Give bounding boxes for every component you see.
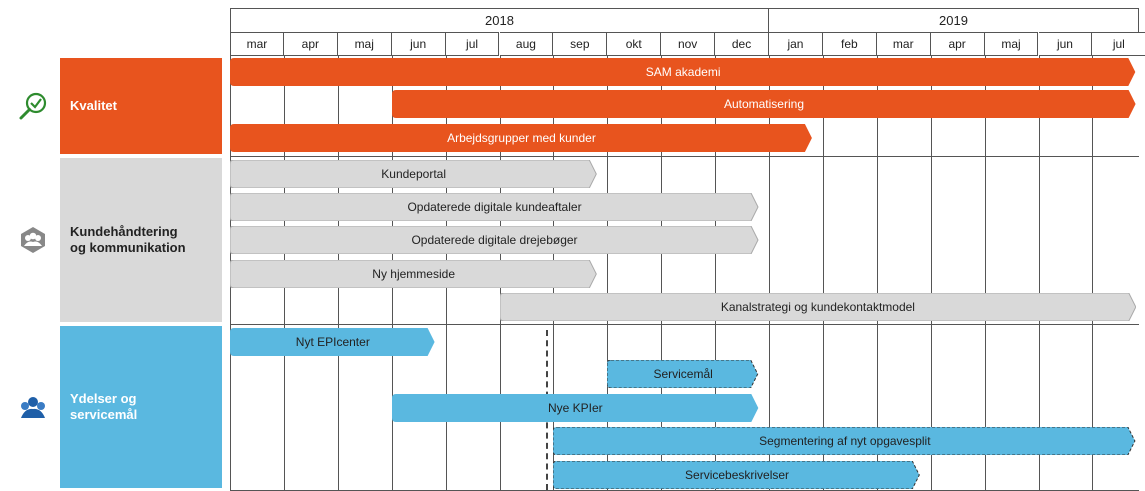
bar-shape xyxy=(230,328,435,356)
month-jun: jun xyxy=(1038,32,1093,56)
month-jan: jan xyxy=(769,32,823,56)
grid-vline xyxy=(877,56,878,490)
grid-vline xyxy=(769,56,770,490)
timeline-bar: Servicemål xyxy=(607,360,759,388)
grid-vline xyxy=(1039,56,1040,490)
timeline-bar: Kundeportal xyxy=(230,160,597,188)
bar-label: Ny hjemmeside xyxy=(372,267,455,281)
bar-label: Kundeportal xyxy=(381,167,446,181)
category-label-line2: servicemål xyxy=(70,407,138,422)
bar-shape xyxy=(230,124,812,152)
month-nov: nov xyxy=(661,32,716,56)
people-hexagon-icon xyxy=(21,227,45,253)
bar-label: Kanalstrategi og kundekontaktmodel xyxy=(720,300,915,314)
grid-hline xyxy=(230,156,1139,157)
month-mar: mar xyxy=(230,32,284,56)
month-apr: apr xyxy=(930,32,985,56)
bar-label: Automatisering xyxy=(723,97,804,111)
grid-vline xyxy=(985,56,986,490)
category-label-line1: Kundehåndtering xyxy=(70,224,178,239)
timeline-bar: Ny hjemmeside xyxy=(230,260,597,288)
bar-label: Nyt EPIcenter xyxy=(295,335,370,349)
grid-vline xyxy=(823,56,824,490)
month-jul: jul xyxy=(1092,32,1145,56)
year-2018: 2018 xyxy=(230,8,769,32)
bar-label: Servicebeskrivelser xyxy=(685,468,790,482)
timeline-bar: Arbejdsgrupper med kunder xyxy=(230,124,813,152)
year-2019: 2019 xyxy=(769,8,1139,32)
bar-shape xyxy=(230,58,1136,86)
grid-hline xyxy=(230,324,1139,325)
month-feb: feb xyxy=(822,32,877,56)
month-dec: dec xyxy=(715,32,769,56)
bar-shape xyxy=(391,90,1136,118)
timeline-bar: Segmentering af nyt opgavesplit xyxy=(553,427,1136,455)
bar-label: Nye KPIer xyxy=(547,401,603,415)
month-jul: jul xyxy=(445,32,500,56)
magnifier-check-icon xyxy=(19,92,47,120)
category-label: Kvalitet xyxy=(70,98,117,113)
month-maj: maj xyxy=(337,32,392,56)
bar-label: Segmentering af nyt opgavesplit xyxy=(759,434,931,448)
timeline-bar: Nye KPIer xyxy=(391,394,759,422)
timeline-bar: Nyt EPIcenter xyxy=(230,328,436,356)
month-maj: maj xyxy=(984,32,1039,56)
category-ydelser: Ydelser og servicemål xyxy=(60,326,222,488)
timeline-bar: Opdaterede digitale drejebøger xyxy=(230,226,759,254)
grid-vline xyxy=(715,56,716,490)
timeline-bar: Servicebeskrivelser xyxy=(553,461,921,489)
bar-label: SAM akademi xyxy=(645,65,721,79)
category-label-line2: og kommunikation xyxy=(70,240,186,255)
bar-label: Arbejdsgrupper med kunder xyxy=(447,131,596,145)
month-apr: apr xyxy=(283,32,338,56)
month-mar: mar xyxy=(876,32,931,56)
grid-vline xyxy=(661,56,662,490)
grid-vline xyxy=(607,56,608,490)
bar-label: Opdaterede digitale drejebøger xyxy=(411,233,578,247)
month-aug: aug xyxy=(499,32,554,56)
bar-shape xyxy=(553,427,1136,455)
grid-vline xyxy=(1092,56,1093,490)
timeline-bar: Automatisering xyxy=(391,90,1137,118)
grid-vline xyxy=(931,56,932,490)
month-jun: jun xyxy=(391,32,446,56)
timeline-bar: Kanalstrategi og kundekontaktmodel xyxy=(499,293,1137,321)
category-label-line1: Ydelser og xyxy=(70,391,137,406)
timeline-bar: Opdaterede digitale kundeaftaler xyxy=(230,193,759,221)
bar-shape xyxy=(391,394,758,422)
month-okt: okt xyxy=(607,32,662,56)
bar-label: Servicemål xyxy=(653,367,713,381)
people-group-icon xyxy=(21,397,45,418)
category-kundehaandtering: Kundehåndtering og kommunikation xyxy=(60,158,222,322)
timeline-bar: SAM akademi xyxy=(230,58,1136,86)
category-kvalitet: Kvalitet xyxy=(60,58,222,154)
bar-label: Opdaterede digitale kundeaftaler xyxy=(407,200,582,214)
month-sep: sep xyxy=(553,32,608,56)
